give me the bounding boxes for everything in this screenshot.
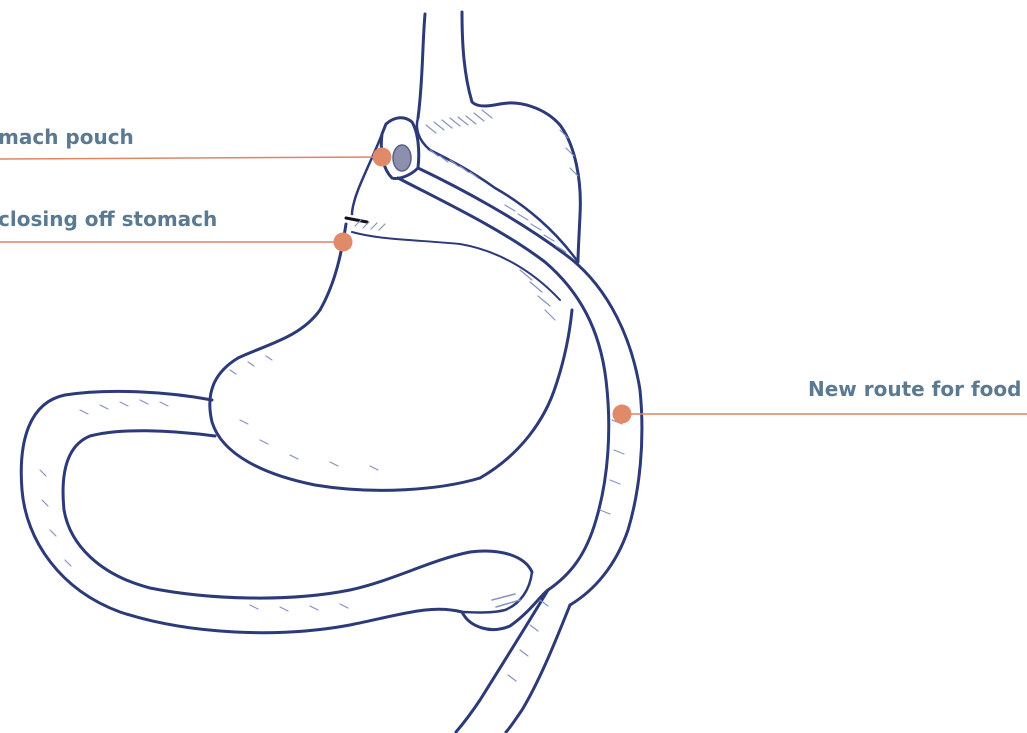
- bypassed-fundus: [417, 103, 580, 262]
- leader-line-pouch: [0, 157, 382, 159]
- label-stomach-pouch: mach pouch: [0, 125, 134, 149]
- anatomy-illustration: [21, 12, 642, 732]
- label-closing-off-stomach: closing off stomach: [0, 207, 217, 231]
- marker-route: [613, 405, 632, 424]
- shading-hatches: [40, 110, 624, 681]
- duodenal-loop: [21, 391, 532, 632]
- marker-pouch: [373, 148, 392, 167]
- roux-limb: [398, 168, 642, 605]
- staple-line: [346, 218, 367, 222]
- anastomosis: [462, 572, 548, 630]
- label-new-route-for-food: New route for food: [808, 377, 1021, 401]
- esophagus: [418, 12, 500, 118]
- marker-closing: [334, 233, 353, 252]
- remnant-stomach: [210, 224, 572, 490]
